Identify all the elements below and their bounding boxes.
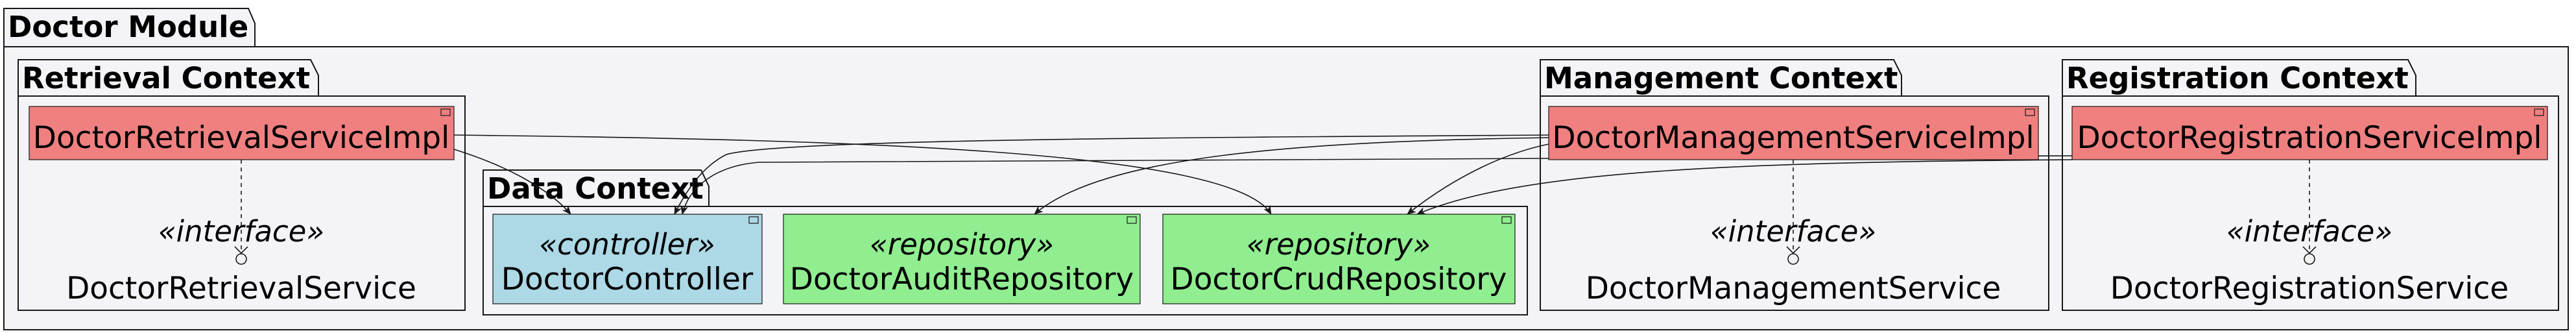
component-name-management-impl: DoctorManagementServiceImpl — [1552, 120, 2034, 156]
component-name-controller: DoctorController — [501, 262, 754, 297]
interface-retrieval[interactable]: «interface» DoctorRetrievalService — [66, 160, 416, 306]
interface-lollipop-icon — [2304, 253, 2315, 265]
component-controller[interactable]: «controller» DoctorController — [492, 214, 763, 304]
interface-name-registration: DoctorRegistrationService — [2110, 271, 2509, 306]
package-title-retrieval-context: Retrieval Context — [22, 61, 310, 95]
component-name-registration-impl: DoctorRegistrationServiceImpl — [2077, 120, 2542, 156]
package-title-doctor-module: Doctor Module — [8, 10, 248, 44]
interface-lollipop-icon — [235, 253, 247, 265]
interface-name-retrieval: DoctorRetrievalService — [66, 271, 416, 306]
stereotype-interface-retrieval: «interface» — [158, 214, 324, 249]
edge-retrieval-to-controller — [453, 149, 571, 215]
edge-management-to-crud — [1407, 143, 1549, 215]
stereotype-interface-registration: «interface» — [2226, 214, 2392, 249]
interface-name-management: DoctorManagementService — [1586, 271, 2001, 306]
component-name-audit-repository: DoctorAuditRepository — [790, 262, 1134, 297]
component-name-retrieval-impl: DoctorRetrievalServiceImpl — [33, 120, 449, 156]
package-title-management-context: Management Context — [1544, 61, 1898, 95]
interface-registration[interactable]: «interface» DoctorRegistrationService — [2110, 160, 2509, 306]
edge-retrieval-to-crud — [453, 134, 1272, 215]
stereotype-interface-management: «interface» — [1710, 214, 1876, 249]
package-title-registration-context: Registration Context — [2066, 61, 2409, 95]
dependency-edges — [453, 134, 2073, 215]
component-retrieval-impl[interactable]: DoctorRetrievalServiceImpl — [29, 106, 455, 160]
component-registration-impl[interactable]: DoctorRegistrationServiceImpl — [2071, 106, 2548, 160]
edge-registration-to-crud — [1416, 159, 2073, 215]
interface-lollipop-icon — [1787, 253, 1799, 265]
component-audit-repository[interactable]: «repository» DoctorAuditRepository — [783, 214, 1141, 304]
stereotype-crud-repository: «repository» — [1246, 227, 1431, 262]
component-management-impl[interactable]: DoctorManagementServiceImpl — [1548, 106, 2039, 160]
edge-management-to-audit — [1034, 137, 1549, 215]
component-crud-repository[interactable]: «repository» DoctorCrudRepository — [1162, 214, 1516, 304]
stereotype-audit-repository: «repository» — [870, 227, 1054, 262]
package-title-data-context: Data Context — [487, 171, 704, 206]
edge-management-to-controller — [674, 134, 1549, 215]
interface-management[interactable]: «interface» DoctorManagementService — [1586, 160, 2001, 306]
component-name-crud-repository: DoctorCrudRepository — [1171, 262, 1507, 297]
stereotype-controller: «controller» — [539, 227, 715, 262]
